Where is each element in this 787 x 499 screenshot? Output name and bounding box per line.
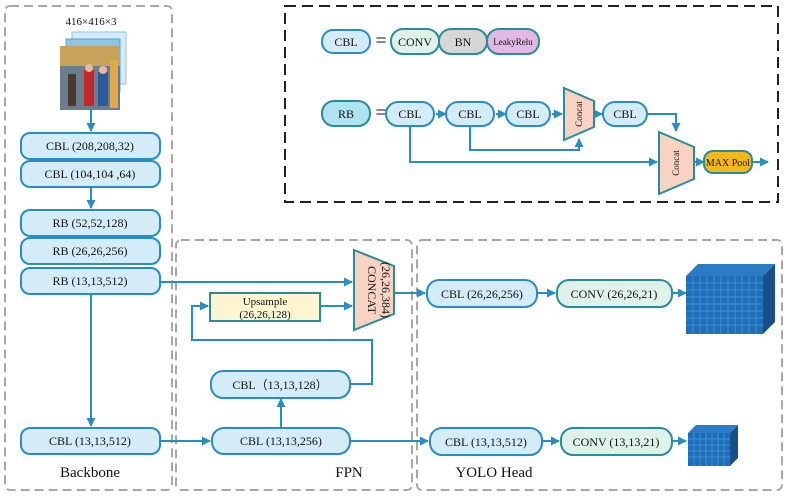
fpn-label: FPN xyxy=(335,465,363,481)
fpn-concat-label-1: CONCAT xyxy=(365,266,379,315)
legend-concat-1-label: Concat xyxy=(574,101,584,127)
backbone-cbl-bottom xyxy=(20,427,161,455)
yolo-head-nodes: CBL (26,26,256) CONV (26,26,21) CBL (13,… xyxy=(426,279,673,456)
head-cbl-bottom xyxy=(429,427,543,456)
output-cube-large xyxy=(686,264,775,334)
fpn-cbl-mid xyxy=(210,370,351,399)
backbone-label: Backbone xyxy=(60,465,120,481)
input-image-stack xyxy=(60,31,127,110)
backbone-cbl-2 xyxy=(20,160,161,188)
connectors xyxy=(86,109,769,446)
legend-rb-cbl-2 xyxy=(445,101,495,127)
fpn-nodes: Upsample (26,26,128) CBL（13,13,128） CBL … xyxy=(209,248,395,455)
legend-cbl-definition: CBL = CONV BN LeakyRelu xyxy=(321,28,540,55)
legend-frame xyxy=(284,5,779,203)
arrow-rb-skip-to-concat2 xyxy=(409,126,658,167)
fpn-frame xyxy=(175,239,413,491)
svg-text:CBL: CBL xyxy=(613,107,636,121)
svg-text:RB: RB xyxy=(338,107,354,121)
svg-text:CBL: CBL xyxy=(398,107,421,121)
svg-text:CBL (13,13,512): CBL (13,13,512) xyxy=(445,435,527,449)
svg-text:RB (13,13,512): RB (13,13,512) xyxy=(53,274,128,288)
arrow-cbl-to-concat2 xyxy=(648,113,681,132)
svg-text:CBL (104,104 ,64): CBL (104,104 ,64) xyxy=(45,167,136,181)
svg-text:RB (52,52,128): RB (52,52,128) xyxy=(53,216,128,230)
legend-concat-2-label: Concat xyxy=(671,150,681,176)
legend-rb-node xyxy=(321,100,371,127)
legend-concat-1 xyxy=(563,86,595,142)
fpn-concat-label-2: (26,26,384) xyxy=(379,262,393,318)
svg-text:Upsample: Upsample xyxy=(243,296,288,308)
svg-text:LeakyRelu: LeakyRelu xyxy=(493,37,533,47)
backbone-cbl-1 xyxy=(20,132,161,160)
arrow-cbl-mid-to-upsample xyxy=(191,301,373,385)
legend-rb-equals: = xyxy=(375,102,386,124)
legend-rb-cbl-1 xyxy=(385,101,435,127)
fpn-concat xyxy=(353,248,395,332)
svg-text:CBL（13,13,128）: CBL（13,13,128） xyxy=(232,378,327,392)
svg-text:CBL (208,208,32): CBL (208,208,32) xyxy=(46,139,134,153)
legend-rb-cbl-4 xyxy=(602,101,648,127)
svg-text:CBL: CBL xyxy=(516,107,539,121)
input-size-label: 416×416×3 xyxy=(66,16,117,28)
legend-cbl-node xyxy=(321,29,371,54)
head-cbl-top xyxy=(426,279,538,308)
svg-text:MAX Pool: MAX Pool xyxy=(706,158,750,169)
yolo-head-label: YOLO Head xyxy=(455,465,533,481)
legend-leakyrelu-node xyxy=(486,28,540,55)
fpn-cbl-bottom xyxy=(211,427,351,455)
svg-text:BN: BN xyxy=(455,35,472,49)
backbone-nodes: CBL (208,208,32) CBL (104,104 ,64) RB (5… xyxy=(20,132,161,455)
yolo-head-frame xyxy=(416,239,783,491)
head-conv-bottom xyxy=(560,427,673,456)
legend-rb-cbl-3 xyxy=(505,101,551,127)
fpn-upsample xyxy=(209,292,321,322)
head-conv-top xyxy=(556,279,673,308)
backbone-rb-3 xyxy=(20,267,161,295)
svg-text:CONV: CONV xyxy=(398,35,432,49)
backbone-frame xyxy=(4,5,173,491)
svg-text:CONV (26,26,21): CONV (26,26,21) xyxy=(571,287,658,301)
svg-text:CBL: CBL xyxy=(334,35,357,49)
svg-text:CONV (13,13,21): CONV (13,13,21) xyxy=(573,435,660,449)
svg-text:CBL (13,13,512): CBL (13,13,512) xyxy=(49,434,131,448)
backbone-rb-2 xyxy=(20,237,161,265)
legend-concat-2 xyxy=(658,130,695,196)
output-cube-small xyxy=(688,425,738,466)
arrow-rb-skip-to-concat1 xyxy=(469,126,584,151)
backbone-rb-1 xyxy=(20,209,161,237)
legend-rb-definition: RB = CBL CBL CBL Concat CBL Concat MAX P… xyxy=(321,86,753,196)
legend-cbl-equals: = xyxy=(375,30,386,52)
svg-text:CBL (26,26,256): CBL (26,26,256) xyxy=(441,287,523,301)
svg-text:CBL (13,13,256): CBL (13,13,256) xyxy=(240,434,322,448)
svg-text:CBL: CBL xyxy=(458,107,481,121)
svg-text:(26,26,128): (26,26,128) xyxy=(239,309,291,321)
svg-text:RB (26,26,256): RB (26,26,256) xyxy=(53,244,128,258)
legend-maxpool-node xyxy=(703,150,753,174)
